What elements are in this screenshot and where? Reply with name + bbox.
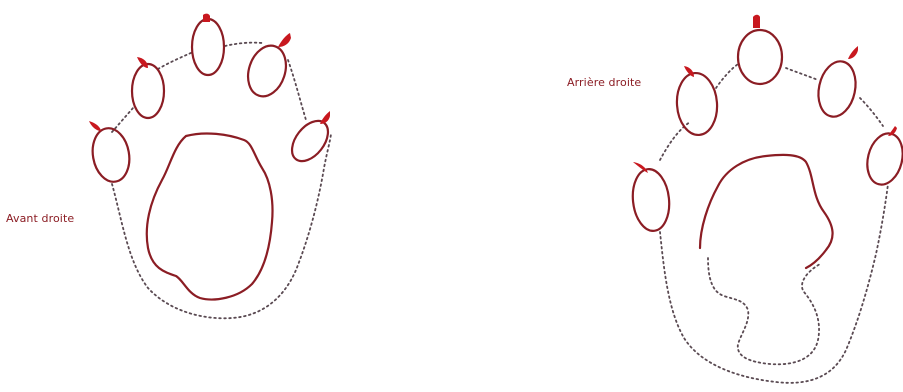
- front-toe-connector-1: [112, 108, 133, 132]
- front-toe-pad-5: [285, 114, 335, 167]
- front-right-paw-print: Avant droite: [6, 14, 335, 319]
- front-toe-connector-4: [288, 60, 306, 120]
- hind-claw-3: [753, 15, 760, 28]
- front-toe-pad-4: [242, 41, 292, 102]
- front-toe-connector-2: [158, 52, 193, 69]
- front-claw-3: [203, 14, 210, 22]
- front-toe-pad-1: [89, 125, 134, 184]
- front-claw-1: [89, 121, 101, 131]
- hind-print-outline: [660, 184, 888, 383]
- hind-heel-inner-trace: [708, 258, 820, 364]
- front-print-outline: [112, 134, 331, 318]
- front-main-pad: [147, 133, 273, 299]
- front-claw-4: [278, 33, 291, 47]
- hind-toe-pad-5: [862, 130, 903, 189]
- front-toe-pad-2: [132, 64, 164, 118]
- hind-right-paw-print: Arrière droite: [567, 15, 903, 383]
- front-toe-pad-3: [192, 19, 224, 75]
- hind-toe-pad-4: [814, 58, 861, 120]
- hind-claw-4: [848, 46, 858, 59]
- front-right-label: Avant droite: [6, 212, 116, 225]
- hind-toe-connector-3: [786, 68, 818, 80]
- hind-main-pad: [700, 155, 833, 268]
- front-toe-connector-3: [225, 43, 262, 46]
- hind-toe-connector-2: [716, 64, 738, 88]
- hind-toe-connector-4: [860, 98, 883, 126]
- hind-right-label: Arrière droite: [567, 76, 687, 89]
- hind-toe-pad-1: [630, 167, 672, 232]
- front-claw-5: [320, 111, 330, 124]
- hind-toe-pad-3: [738, 30, 782, 84]
